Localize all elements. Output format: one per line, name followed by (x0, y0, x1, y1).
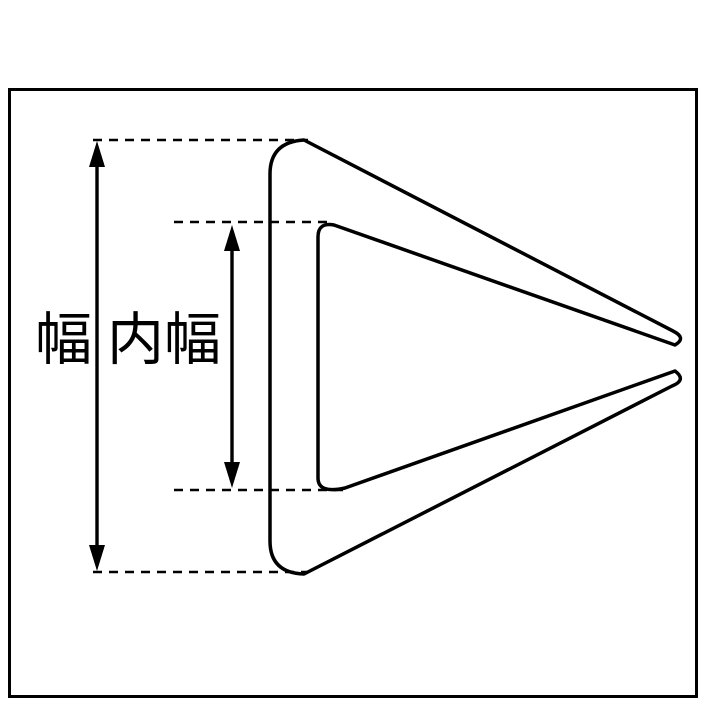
inner-width-dimension (174, 220, 343, 492)
inner-width-arrowhead-top (224, 225, 240, 251)
triangle-profile-outline (268, 138, 683, 576)
width-arrowhead-bottom (89, 545, 105, 571)
width-arrowhead-top (89, 141, 105, 167)
diagram-frame: 幅 内幅 (8, 88, 698, 698)
width-dimension (89, 138, 308, 574)
inner-width-arrowhead-bottom (224, 462, 240, 488)
inner-width-label: 内幅 (107, 308, 221, 372)
width-label: 幅 (35, 308, 92, 372)
profile-diagram (89, 138, 683, 576)
